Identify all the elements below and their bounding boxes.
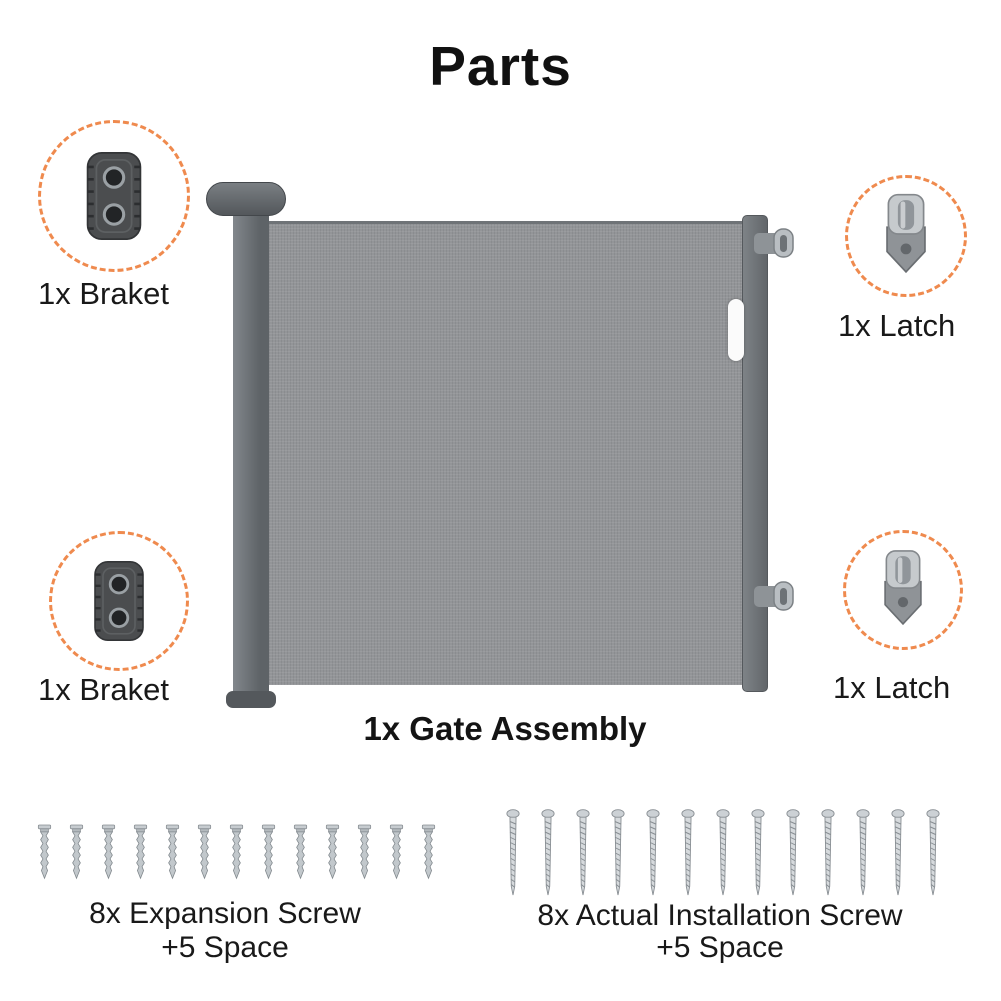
gate-roller-post (233, 202, 269, 706)
gate-latch-hook-bottom (754, 581, 796, 611)
installation-screw-icon (751, 807, 765, 899)
bracket-icon (79, 556, 159, 646)
expansion-screw-icon (132, 824, 149, 880)
installation-screw-icon (576, 807, 590, 899)
gate-handle-slot (728, 299, 744, 361)
expansion-screw-icon (260, 824, 277, 880)
page-title: Parts (429, 35, 572, 97)
expansion-screw-icon (388, 824, 405, 880)
latch-bottom-label: 1x Latch (833, 670, 951, 705)
installation-screw-label: 8x Actual Installation Screw (537, 899, 903, 932)
latch-icon (872, 192, 940, 280)
installation-screw-icon (716, 807, 730, 899)
bracket-icon (70, 147, 158, 245)
installation-screw-icon (926, 807, 940, 899)
installation-screw-icon (541, 807, 555, 899)
gate-assembly-label: 1x Gate Assembly (363, 710, 647, 747)
gate-roller-cap (206, 182, 286, 216)
latch-bottom-callout (843, 530, 963, 650)
expansion-screw-icon (228, 824, 245, 880)
bracket-bottom-callout (49, 531, 189, 671)
expansion-screw-icon (356, 824, 373, 880)
gate-mesh-panel (269, 221, 756, 685)
expansion-screw-icon (292, 824, 309, 880)
expansion-screw-icon (36, 824, 53, 880)
latch-top-label: 1x Latch (838, 308, 956, 343)
expansion-screw-icon (164, 824, 181, 880)
expansion-screw-icon (324, 824, 341, 880)
latch-top-callout (845, 175, 967, 297)
installation-screw-icon (506, 807, 520, 899)
installation-screw-icon (681, 807, 695, 899)
bracket-bottom-label: 1x Braket (38, 672, 169, 707)
expansion-screw-icon (196, 824, 213, 880)
installation-screw-sublabel: +5 Space (656, 931, 784, 964)
expansion-screw-icon (100, 824, 117, 880)
installation-screw-icon (821, 807, 835, 899)
bracket-top-callout (38, 120, 190, 272)
installation-screw-icon (786, 807, 800, 899)
expansion-screw-row (36, 822, 437, 880)
installation-screw-icon (891, 807, 905, 899)
bracket-top-label: 1x Braket (38, 276, 169, 311)
expansion-screw-sublabel: +5 Space (161, 931, 289, 964)
expansion-screw-label: 8x Expansion Screw (89, 897, 361, 930)
latch-icon (871, 548, 935, 632)
gate-post-foot (226, 691, 276, 708)
expansion-screw-icon (420, 824, 437, 880)
installation-screw-icon (856, 807, 870, 899)
installation-screw-row (506, 806, 940, 899)
installation-screw-icon (611, 807, 625, 899)
gate-right-rail (742, 215, 768, 692)
installation-screw-icon (646, 807, 660, 899)
expansion-screw-icon (68, 824, 85, 880)
gate-latch-hook-top (754, 228, 796, 258)
